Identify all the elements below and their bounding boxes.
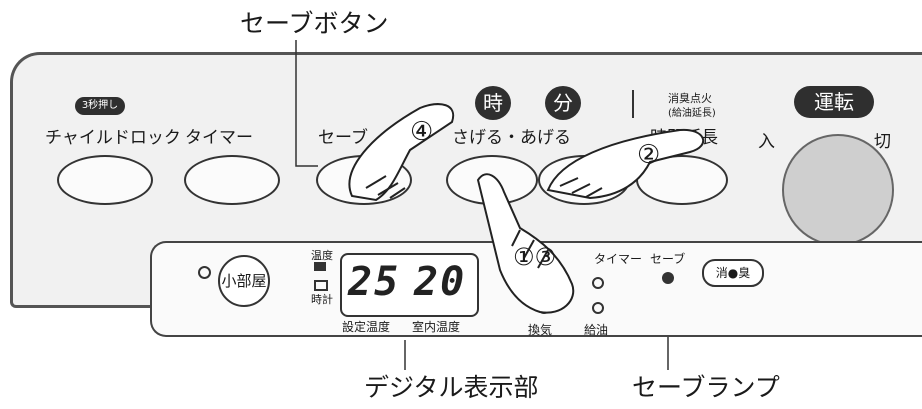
deodorize-button[interactable]: 消●臭 (702, 259, 764, 287)
timer-label: タイマー (185, 128, 253, 148)
child-lock-button[interactable] (57, 155, 153, 205)
clock-indicator-label: 時計 (311, 293, 333, 306)
save-label: セーブ (318, 128, 368, 148)
three-second-badge: 3秒押し (75, 97, 125, 115)
display-value-set: 25 (348, 259, 401, 305)
small-room-button[interactable]: 小部屋 (218, 255, 270, 307)
display-value-room: 20 (414, 259, 467, 305)
hand-step13-icon (476, 173, 575, 314)
run-badge: 運転 (794, 86, 874, 118)
down-up-label: さげる・あげる (452, 128, 571, 148)
refuel-label: 給油 (584, 323, 609, 337)
step-2-marker: ② (637, 140, 661, 170)
on-label: 入 (758, 132, 775, 152)
step-4-marker: ④ (410, 117, 434, 147)
deodorize-ignite-label: 消臭点火 (668, 92, 712, 105)
callout-save-button: セーブボタン (240, 9, 389, 38)
timer-lamp-label: タイマー (594, 252, 643, 266)
save-lamp (662, 272, 674, 284)
time-extend-button[interactable] (636, 155, 728, 205)
small-room-lamp (198, 266, 211, 279)
refuel-extend-label: (給油延長) (668, 108, 716, 119)
hand-step4-icon (348, 103, 455, 202)
callout-save-lamp: セーブランプ (632, 373, 780, 402)
temp-indicator-lamp (314, 262, 326, 271)
minute-badge: 分 (545, 86, 581, 120)
timer-lamp (592, 277, 604, 289)
refuel-lamp (592, 302, 604, 314)
hour-badge: 時 (475, 86, 511, 120)
temp-indicator-label: 温度 (311, 249, 333, 262)
child-lock-label: チャイルドロック (45, 128, 181, 148)
hand-step2-icon (546, 128, 705, 200)
digital-display: 25 20 (340, 253, 479, 317)
clock-indicator-lamp (314, 280, 328, 291)
room-temp-label: 室内温度 (412, 320, 461, 334)
timer-button[interactable] (184, 155, 280, 205)
save-lamp-label: セーブ (650, 252, 686, 266)
step-1-3-marker: ①③ (513, 243, 557, 271)
callout-digital-display: デジタル表示部 (364, 373, 539, 402)
off-label: 切 (874, 132, 891, 152)
ventilate-label: 換気 (528, 323, 553, 337)
set-temp-label: 設定温度 (342, 320, 391, 334)
